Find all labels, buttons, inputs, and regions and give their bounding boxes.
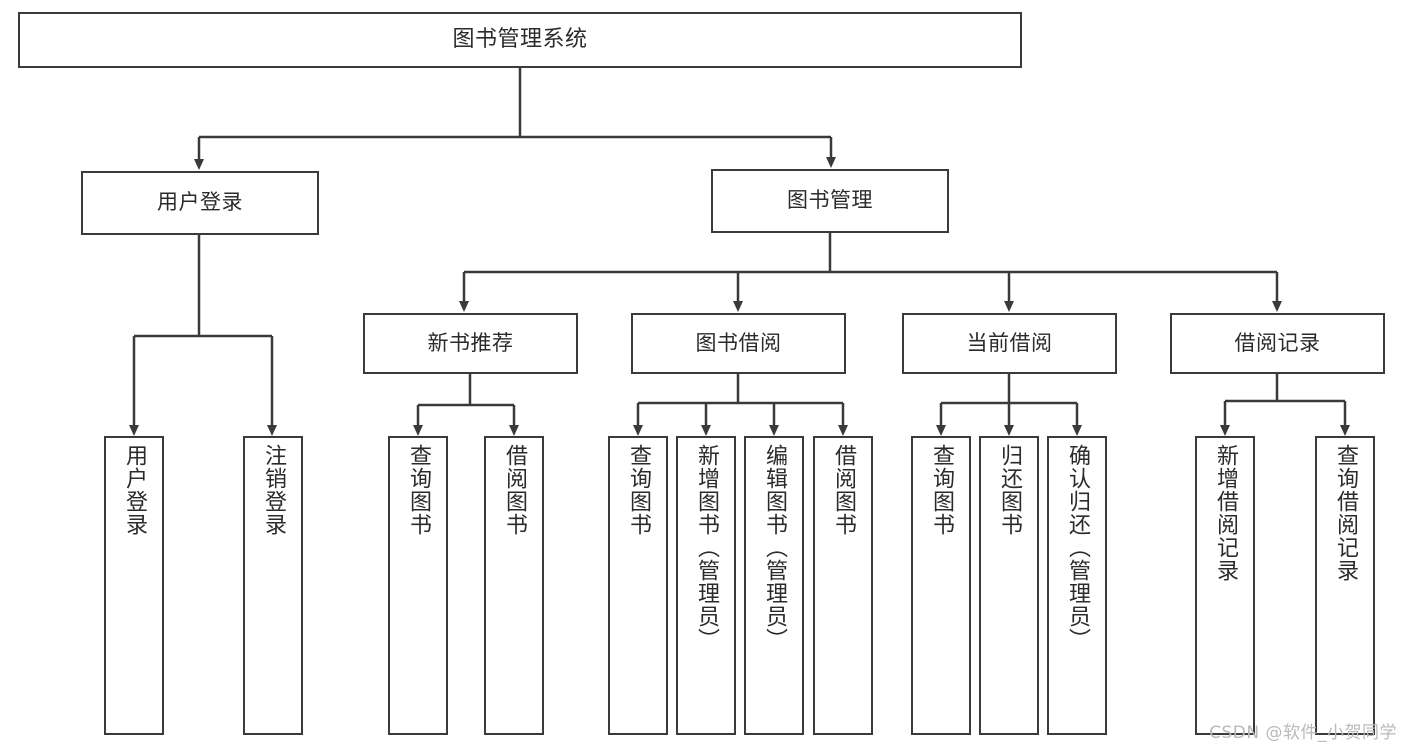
node-label: 用户登录 bbox=[157, 190, 243, 215]
node-label: 借阅图书 bbox=[501, 444, 527, 536]
node-label: 借阅图书 bbox=[830, 444, 856, 536]
leaf-user-login[interactable]: 用户登录 bbox=[104, 436, 164, 735]
csdn-watermark: CSDN @软件_小贺同学 bbox=[1209, 723, 1397, 743]
node-label: 查询借阅记录 bbox=[1332, 444, 1358, 582]
leaf-query-book-recommend[interactable]: 查询图书 bbox=[388, 436, 448, 735]
leaf-logout[interactable]: 注销登录 bbox=[243, 436, 303, 735]
leaf-confirm-return-admin[interactable]: 确认归还（管理员） bbox=[1047, 436, 1107, 735]
node-label: 用户登录 bbox=[121, 444, 147, 536]
leaf-borrow-book-recommend[interactable]: 借阅图书 bbox=[484, 436, 544, 735]
node-label: 查询图书 bbox=[928, 444, 954, 536]
leaf-query-book-borrow[interactable]: 查询图书 bbox=[608, 436, 668, 735]
node-book-borrow[interactable]: 图书借阅 bbox=[631, 313, 846, 374]
node-label: 注销登录 bbox=[260, 444, 286, 536]
node-label: 新增借阅记录 bbox=[1212, 444, 1238, 582]
node-current-borrow[interactable]: 当前借阅 bbox=[902, 313, 1117, 374]
node-label: 借阅记录 bbox=[1234, 330, 1321, 355]
leaf-add-borrow-record[interactable]: 新增借阅记录 bbox=[1195, 436, 1255, 735]
node-label: 当前借阅 bbox=[966, 330, 1053, 355]
leaf-query-book-current[interactable]: 查询图书 bbox=[911, 436, 971, 735]
node-label: 编辑图书（管理员） bbox=[761, 444, 787, 651]
node-borrow-record[interactable]: 借阅记录 bbox=[1170, 313, 1385, 374]
node-label: 新书推荐 bbox=[427, 330, 514, 355]
leaf-borrow-book[interactable]: 借阅图书 bbox=[813, 436, 873, 735]
leaf-query-borrow-record[interactable]: 查询借阅记录 bbox=[1315, 436, 1375, 735]
node-label: 查询图书 bbox=[625, 444, 651, 536]
node-book-management[interactable]: 图书管理 bbox=[711, 169, 949, 233]
node-user-login[interactable]: 用户登录 bbox=[81, 171, 319, 235]
node-label: 确认归还（管理员） bbox=[1064, 444, 1090, 651]
node-label: 新增图书（管理员） bbox=[693, 444, 719, 651]
node-label: 图书管理系统 bbox=[452, 26, 588, 52]
node-root-system[interactable]: 图书管理系统 bbox=[18, 12, 1022, 68]
node-label: 归还图书 bbox=[996, 444, 1022, 536]
node-new-book-recommend[interactable]: 新书推荐 bbox=[363, 313, 578, 374]
node-label: 查询图书 bbox=[405, 444, 431, 536]
leaf-edit-book-admin[interactable]: 编辑图书（管理员） bbox=[744, 436, 804, 735]
leaf-return-book[interactable]: 归还图书 bbox=[979, 436, 1039, 735]
node-label: 图书借阅 bbox=[695, 330, 782, 355]
node-label: 图书管理 bbox=[787, 188, 873, 213]
leaf-add-book-admin[interactable]: 新增图书（管理员） bbox=[676, 436, 736, 735]
